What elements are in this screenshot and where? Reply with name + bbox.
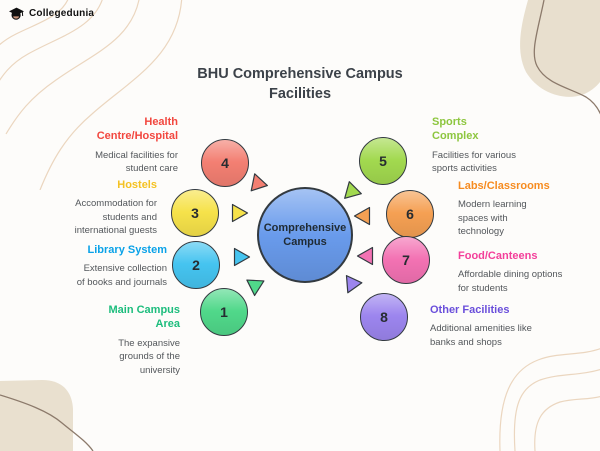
facility-description: Affordable dining options for students — [458, 269, 563, 294]
facility-number-6: 6 — [406, 206, 414, 222]
triangle-arrow-icon — [246, 279, 265, 297]
facility-label-food: Food/Canteens Affordable dining options … — [458, 249, 566, 295]
decor-blob-bottom-left — [0, 380, 94, 451]
facility-description: Facilities for various sports activities — [432, 149, 516, 175]
facility-circle-3: 3 — [171, 189, 219, 237]
facility-title: Health Centre/Hospital — [96, 116, 178, 143]
facility-description: Modern learning spaces with technology — [458, 199, 527, 238]
facility-circle-4: 4 — [201, 139, 249, 187]
facility-label-labs: Labs/Classrooms Modern learning spaces w… — [458, 179, 568, 239]
facility-description: Medical facilities for student care — [95, 149, 178, 175]
brand-logo: Collegedunia — [8, 6, 94, 21]
facility-number-7: 7 — [402, 252, 410, 268]
triangle-arrow-icon — [250, 173, 269, 192]
triangle-arrow-icon — [231, 203, 249, 223]
facility-number-5: 5 — [379, 153, 387, 169]
triangle-arrow-icon — [353, 206, 371, 226]
facility-label-other: Other Facilities Additional amenities li… — [430, 303, 534, 349]
facility-number-8: 8 — [380, 309, 388, 325]
facility-label-library: Library System Extensive collection of b… — [75, 243, 167, 289]
facility-label-hostels: Hostels Accommodation for students and i… — [57, 178, 157, 238]
facility-number-3: 3 — [191, 205, 199, 221]
brand-name: Collegedunia — [29, 8, 95, 19]
facility-number-2: 2 — [192, 257, 200, 273]
triangle-arrow-icon — [233, 247, 251, 267]
facility-title: Hostels — [117, 179, 157, 191]
facility-circle-2: 2 — [172, 241, 220, 289]
facility-title: Main Campus Area — [108, 304, 180, 331]
facility-description: The expansive grounds of the university — [118, 337, 180, 376]
decor-blob-top-right — [520, 0, 600, 115]
facility-description: Extensive collection of books and journa… — [76, 263, 167, 288]
triangle-arrow-icon — [356, 246, 374, 266]
facility-circle-1: 1 — [200, 288, 248, 336]
facility-number-4: 4 — [221, 155, 229, 171]
facility-label-health: Health Centre/Hospital Medical facilitie… — [70, 115, 178, 176]
facility-label-main-campus: Main Campus Area The expansive grounds o… — [92, 303, 180, 377]
facility-circle-7: 7 — [382, 236, 430, 284]
triangle-arrow-icon — [344, 181, 362, 199]
page-title: BHU Comprehensive Campus Facilities — [197, 66, 403, 103]
facility-circle-5: 5 — [359, 137, 407, 185]
facility-title: Sports Complex — [432, 116, 479, 143]
facility-title: Food/Canteens — [458, 250, 538, 262]
facility-title: Library System — [87, 244, 167, 256]
triangle-arrow-icon — [345, 275, 363, 294]
facility-number-1: 1 — [220, 304, 228, 320]
facility-circle-8: 8 — [360, 293, 408, 341]
facility-description: Additional amenities like banks and shop… — [430, 323, 532, 348]
facility-title: Other Facilities — [430, 304, 510, 316]
facility-title: Labs/Classrooms — [458, 180, 550, 192]
graduate-cap-icon — [9, 7, 24, 20]
center-circle: Comprehensive Campus — [257, 187, 353, 283]
center-label: Comprehensive Campus — [263, 221, 347, 248]
facility-circle-6: 6 — [386, 190, 434, 238]
decor-swirl-bottom-right — [499, 348, 600, 451]
facility-description: Accommodation for students and internati… — [74, 198, 157, 237]
facility-label-sports: Sports Complex Facilities for various sp… — [432, 115, 542, 176]
